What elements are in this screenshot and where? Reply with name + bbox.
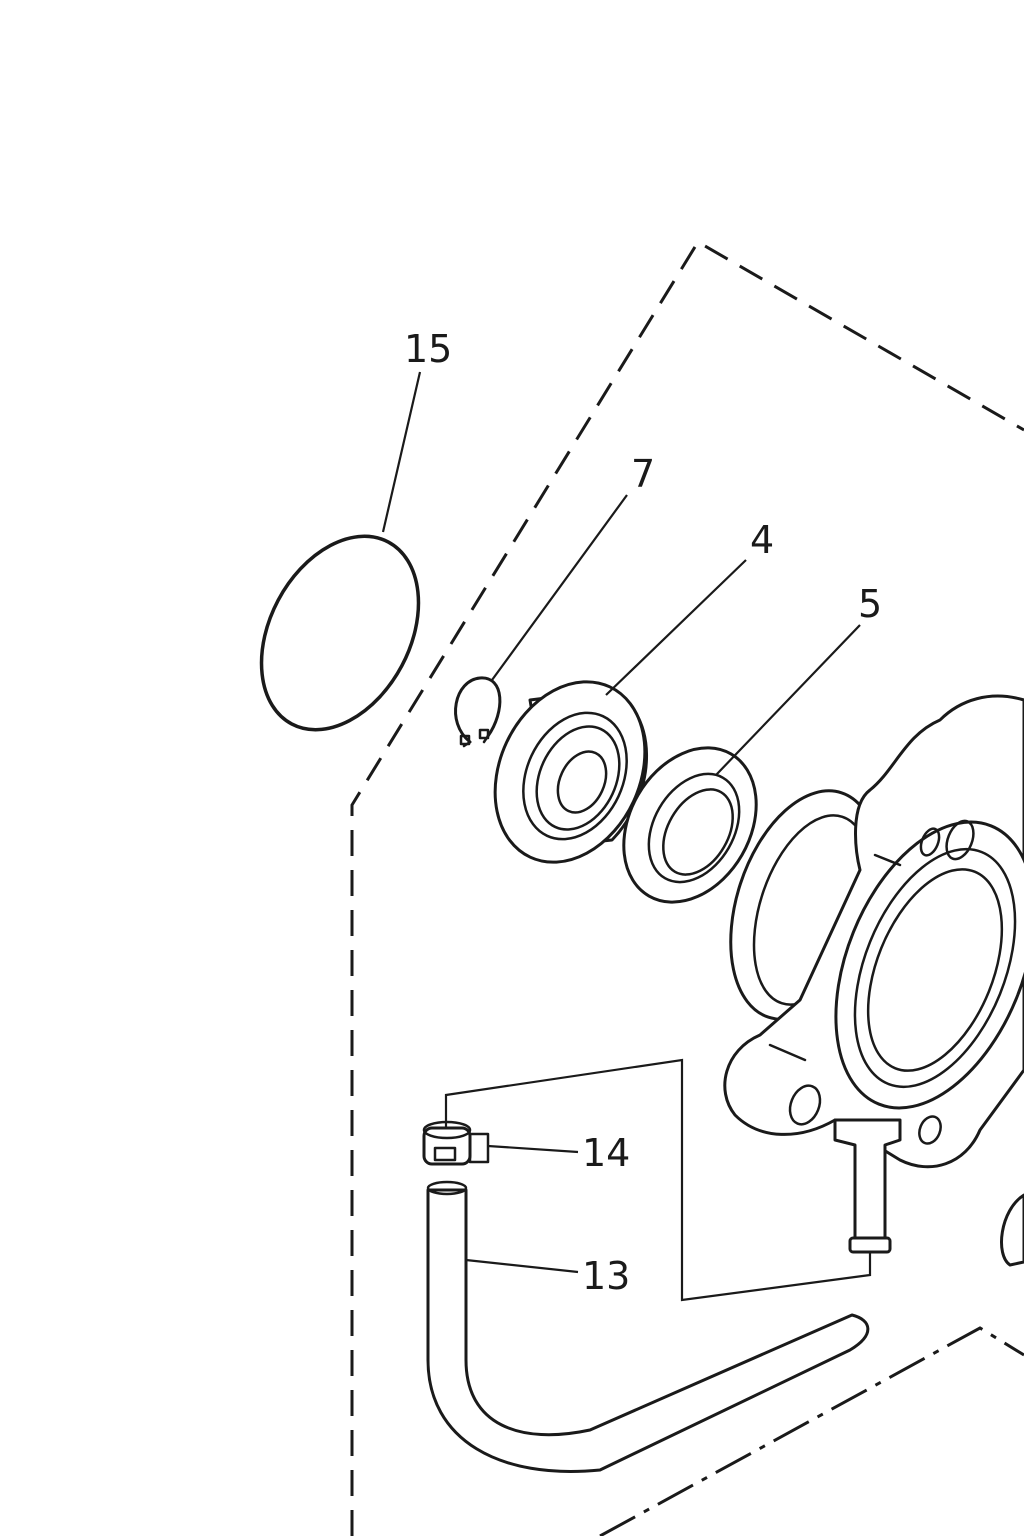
part-13-hose bbox=[426, 1180, 870, 1473]
part-4-bearing bbox=[493, 680, 649, 864]
callout-4: 4 bbox=[750, 518, 774, 562]
callout-15: 15 bbox=[404, 327, 452, 371]
boundary-dashed-line bbox=[350, 239, 1024, 1536]
leader-lines bbox=[381, 371, 861, 1274]
leader-15 bbox=[381, 371, 422, 533]
leader-7 bbox=[491, 494, 628, 681]
part-15-o-ring bbox=[259, 534, 421, 732]
leader-14 bbox=[487, 1144, 579, 1154]
pipe-fitting bbox=[833, 1118, 902, 1254]
part-7-circlip bbox=[454, 676, 502, 748]
callout-14: 14 bbox=[582, 1131, 630, 1175]
part-14-hose-clamp bbox=[422, 1120, 490, 1166]
leader-4 bbox=[605, 559, 747, 696]
assembly-boundary bbox=[350, 239, 1024, 1536]
boundary-dashdot-line bbox=[599, 1326, 1024, 1536]
part-5-oil-seal bbox=[622, 746, 758, 904]
assembly-connector-line bbox=[444, 1058, 872, 1302]
leader-13 bbox=[465, 1258, 579, 1274]
leader-5 bbox=[715, 624, 861, 776]
pump-housing bbox=[723, 694, 1024, 1267]
callout-5: 5 bbox=[858, 582, 882, 626]
callout-7: 7 bbox=[631, 452, 655, 496]
callouts: 15 7 4 5 14 13 bbox=[404, 327, 882, 1298]
callout-13: 13 bbox=[582, 1254, 630, 1298]
